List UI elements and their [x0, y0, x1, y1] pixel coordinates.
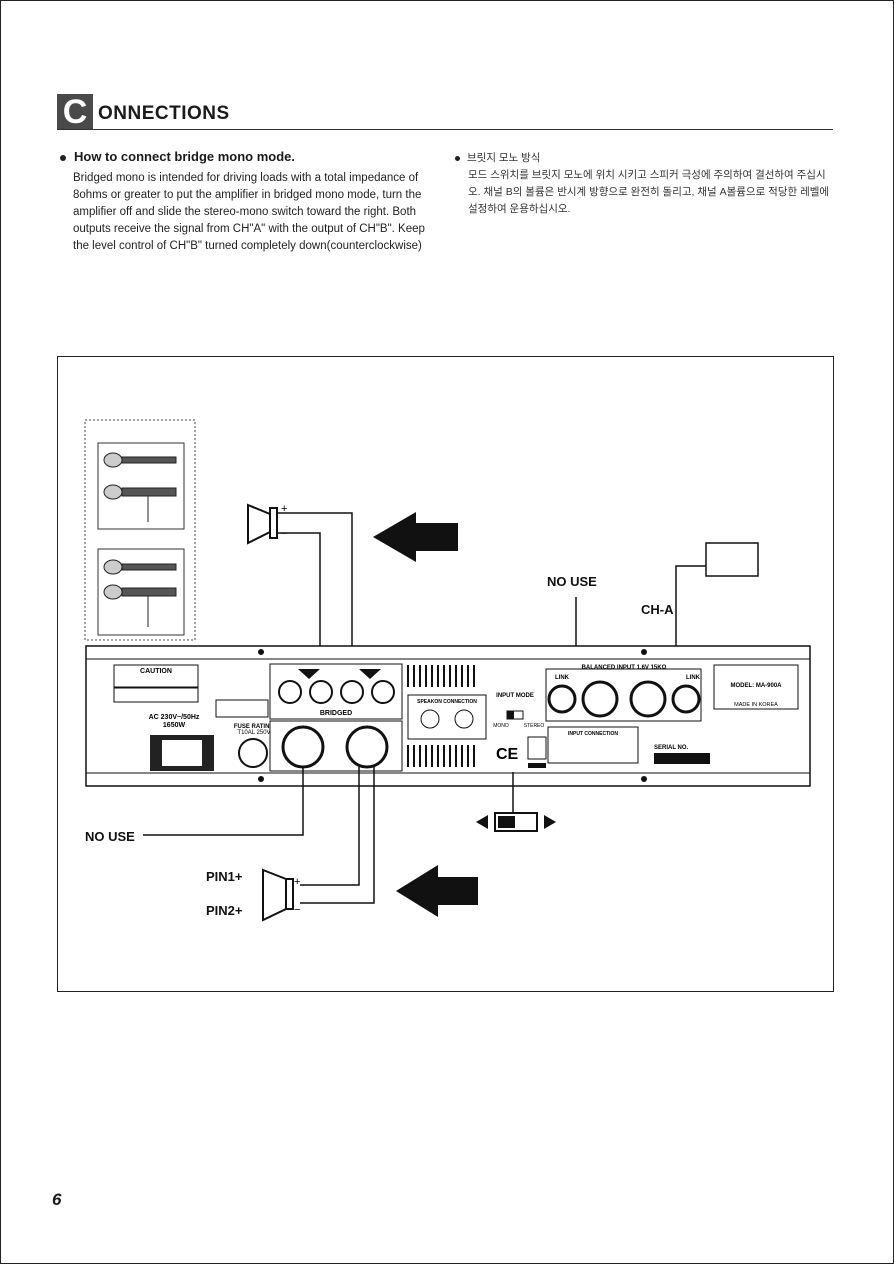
svg-text:−: −: [294, 904, 300, 916]
english-body: Bridged mono is intended for driving loa…: [73, 172, 425, 252]
right-arrow-icon: [544, 815, 556, 829]
speakon-a: [281, 725, 325, 769]
panel-balanced: BALANCED INPUT 1.6V 15KΩ: [582, 665, 667, 671]
warning-label: [113, 687, 199, 703]
bullet-icon: [60, 154, 66, 161]
top-arrow-icon: [373, 512, 458, 562]
legend-plugs: [103, 452, 177, 627]
model-plate: [713, 664, 799, 710]
no-use-top-label: NO USE: [547, 574, 597, 589]
panel-caution: CAUTION: [140, 668, 172, 675]
panel-link-right: LINK: [686, 675, 701, 681]
panel-model: MODEL: MA-900A: [730, 683, 782, 689]
panel-fuse: FUSE RATING: [234, 724, 275, 730]
panel-ac: AC 230V~/50Hz: [149, 714, 200, 721]
caution2-label: [215, 699, 269, 718]
top-wire-minus: [277, 532, 321, 667]
top-speaker-cone: [247, 503, 271, 545]
panel-stereo: STEREO: [524, 723, 545, 729]
panel-input-conn: INPUT CONNECTION: [568, 731, 618, 737]
pin2-wire: [300, 767, 375, 904]
english-heading-text: How to connect bridge mono mode.: [74, 149, 295, 164]
connection-diagram: + − CAUTION AC 230V~/50Hz 1650W FUSE RAT…: [57, 356, 834, 992]
ch-a-label: CH-A: [641, 602, 674, 617]
panel-serial: SERIAL NO.: [654, 745, 689, 751]
fuse-holder: [238, 738, 268, 768]
title-rule: [57, 129, 833, 130]
panel-speakon: SPEAKON CONNECTION: [417, 699, 477, 705]
svg-text:+: +: [281, 503, 287, 515]
diagram-svg: + − CAUTION AC 230V~/50Hz 1650W FUSE RAT…: [84, 419, 811, 922]
panel-watt: 1650W: [163, 722, 186, 729]
ch-a-source-box: [705, 542, 759, 577]
section-title: ONNECTIONS: [98, 103, 230, 124]
bottom-speaker-cone: [262, 868, 287, 922]
panel-made: MADE IN KOREA: [734, 702, 778, 708]
english-heading: How to connect bridge mono mode.: [60, 149, 295, 164]
section-initial: C: [57, 94, 93, 131]
top-speaker-magnet: [269, 507, 278, 539]
speakon-b: [345, 725, 389, 769]
pin1-label: PIN1+: [206, 869, 243, 884]
top-wire-plus: [277, 512, 353, 667]
korean-body: 모드 스위치를 브릿지 모노에 위치 시키고 스피커 극성에 주의하여 결선하여…: [468, 169, 830, 215]
svg-text:−: −: [281, 528, 287, 540]
svg-text:CE: CE: [496, 746, 519, 763]
no-use-left-label: NO USE: [85, 829, 135, 844]
panel-mono: MONO: [493, 723, 509, 729]
caution-label: [113, 664, 199, 688]
pin1-wire: [300, 767, 360, 886]
legend-box: [84, 419, 196, 641]
korean-heading: 브릿지 모노 방식: [455, 150, 540, 165]
bottom-arrow-icon: [396, 865, 478, 917]
no-use-left-wire: [143, 767, 304, 836]
left-arrow-icon: [476, 815, 488, 829]
input-connection-box: [547, 726, 639, 764]
panel-link-left: LINK: [555, 675, 570, 681]
panel-input-mode: INPUT MODE: [496, 693, 534, 699]
panel-fuse-val: T10AL 250V: [237, 730, 270, 736]
bottom-speaker-magnet: [285, 878, 294, 910]
page-number: 6: [52, 1190, 62, 1209]
bullet-icon: [455, 155, 460, 161]
svg-text:+: +: [294, 876, 300, 888]
korean-heading-text: 브릿지 모노 방식: [467, 152, 541, 164]
panel-bridged: BRIDGED: [320, 710, 352, 717]
pin2-label: PIN2+: [206, 903, 243, 918]
